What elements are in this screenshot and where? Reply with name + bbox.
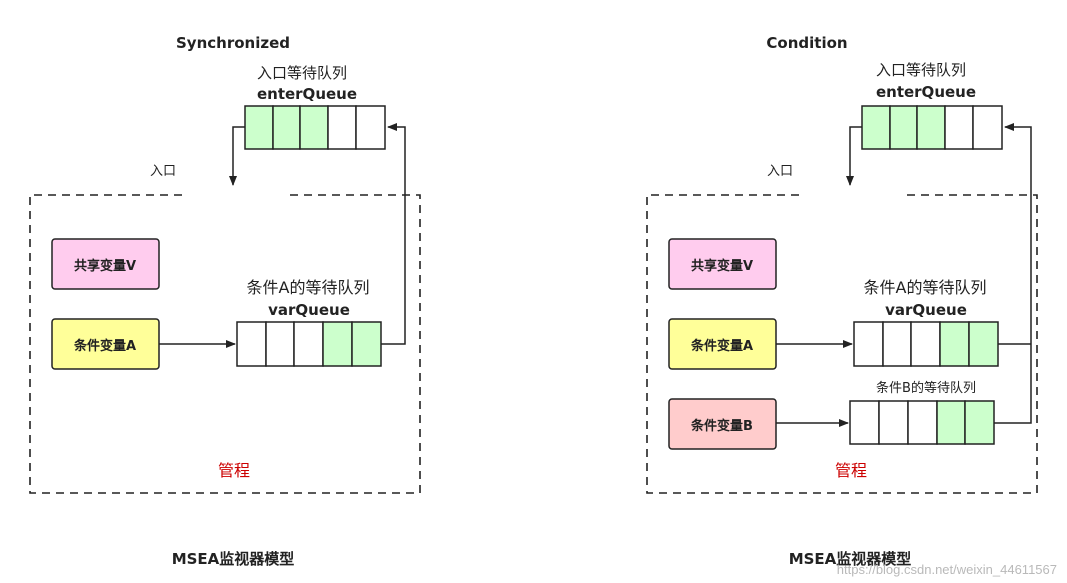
queue-cell-empty — [236, 321, 267, 367]
enter-queue — [861, 105, 1003, 150]
entry-label: 入口 — [150, 164, 176, 179]
watermark: https://blog.csdn.net/weixin_44611567 — [836, 562, 1057, 577]
queue-cell-filled — [272, 105, 301, 150]
monitor-label: 管程 — [835, 461, 867, 480]
condition-variable-a-label: 条件变量A — [74, 338, 136, 354]
queue-cell-filled — [964, 400, 995, 445]
condition-variable-a-label: 条件变量A — [691, 338, 753, 354]
queue-cell-filled — [939, 321, 970, 367]
queue-cell-empty — [293, 321, 324, 367]
monitor-label: 管程 — [218, 461, 250, 480]
var-queue-a — [853, 321, 999, 367]
condition-variable-b-box — [668, 398, 777, 450]
condition-diagram: Condition 入口等待队列 enterQueue 入口 共享变量V 条件变… — [646, 34, 1038, 568]
enter-queue-label-en: enterQueue — [257, 85, 357, 103]
var-queue-b-label-cn: 条件B的等待队列 — [876, 380, 976, 396]
condition-variable-b-label: 条件变量B — [691, 418, 753, 434]
enter-arrow — [846, 126, 862, 186]
queue-cell-empty — [265, 321, 295, 367]
queue-cell-filled — [916, 105, 946, 150]
queue-cell-filled — [299, 105, 329, 150]
enter-queue-label-cn: 入口等待队列 — [257, 64, 347, 82]
queue-cell-empty — [849, 400, 880, 445]
var-queue-label-en: varQueue — [268, 301, 350, 319]
monitor-boundary — [29, 194, 421, 494]
queue-cell-empty — [327, 105, 357, 150]
queue-cell-filled — [244, 105, 274, 150]
var-queue-a-label-en: varQueue — [885, 301, 967, 319]
queue-cell-empty — [972, 105, 1003, 150]
var-queue-label-cn: 条件A的等待队列 — [247, 278, 370, 297]
queue-cell-filled — [968, 321, 999, 367]
var-queue-a — [236, 321, 382, 367]
queue-cell-empty — [882, 321, 912, 367]
caption: MSEA监视器模型 — [789, 550, 912, 568]
queue-cell-filled — [322, 321, 353, 367]
synchronized-diagram: Synchronized 入口等待队列 enterQueue 入口 共享变量V … — [29, 34, 421, 568]
queue-cell-empty — [853, 321, 884, 367]
queue-cell-empty — [878, 400, 909, 445]
queue-cell-filled — [861, 105, 891, 150]
entry-label: 入口 — [767, 164, 793, 179]
diagram-title: Synchronized — [176, 34, 290, 52]
queue-cell-filled — [351, 321, 382, 367]
shared-variable-label: 共享变量V — [74, 258, 136, 274]
var-queue-a-label-cn: 条件A的等待队列 — [864, 278, 987, 297]
queue-cell-empty — [944, 105, 974, 150]
shared-variable-label: 共享变量V — [691, 258, 753, 274]
var-queue-b — [849, 400, 995, 445]
queue-cell-filled — [936, 400, 966, 445]
enter-queue — [244, 105, 386, 150]
queue-cell-filled — [889, 105, 918, 150]
queue-cell-empty — [910, 321, 941, 367]
enter-queue-label-cn: 入口等待队列 — [876, 61, 966, 79]
return-arrow — [994, 123, 1032, 424]
shared-variable-box — [668, 238, 777, 290]
monitor-boundary — [646, 194, 1038, 494]
queue-cell-empty — [907, 400, 938, 445]
shared-variable-box — [51, 238, 160, 290]
caption: MSEA监视器模型 — [172, 550, 295, 568]
diagram-title: Condition — [766, 34, 847, 52]
return-arrow — [381, 123, 406, 345]
enter-queue-label-en: enterQueue — [876, 83, 976, 101]
enter-arrow — [229, 126, 245, 186]
queue-cell-empty — [355, 105, 386, 150]
